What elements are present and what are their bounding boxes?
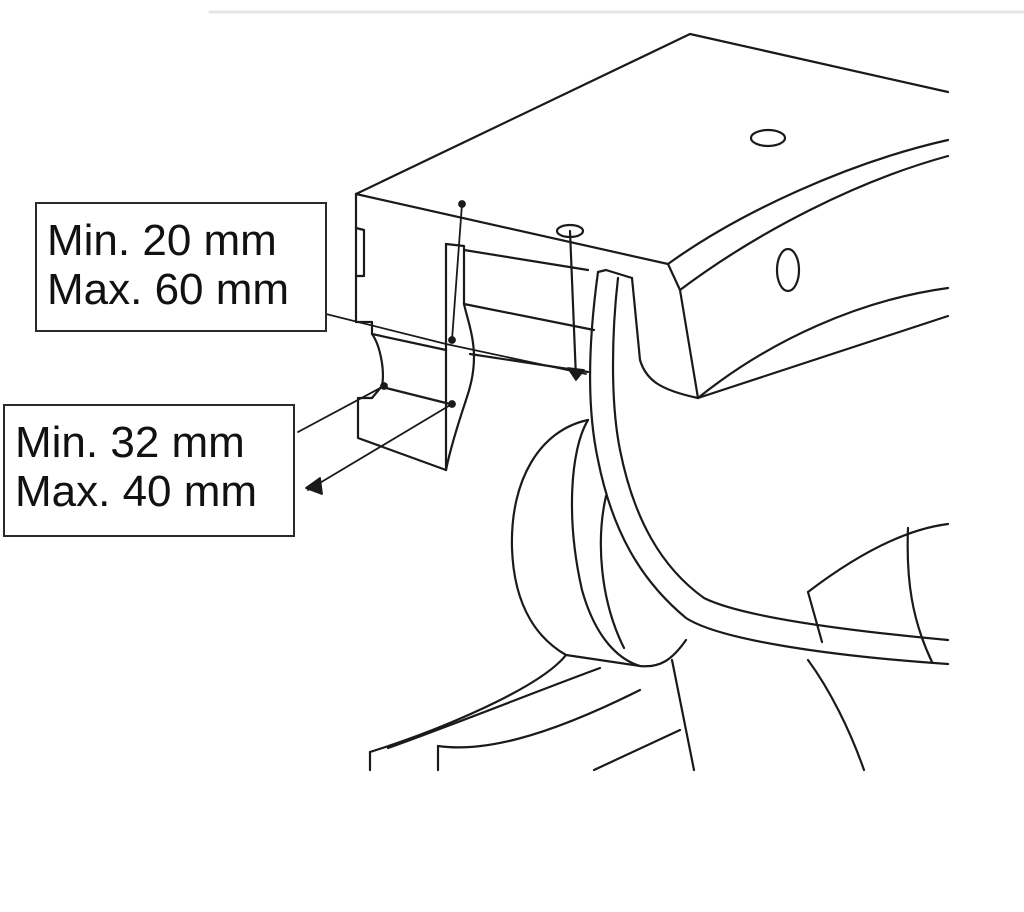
- lower-callout-min: Min. 32 mm: [15, 418, 245, 467]
- dimension-lines: [297, 200, 587, 495]
- main-block: [354, 32, 950, 400]
- cylinder: [510, 418, 688, 668]
- lower-hook: [356, 302, 476, 472]
- lower-callout-max: Max. 40 mm: [15, 467, 258, 516]
- upper-callout-min: Min. 20 mm: [47, 216, 277, 265]
- lower-dimension-callout: Min. 32 mm Max. 40 mm: [3, 404, 295, 537]
- upper-callout-max: Max. 60 mm: [47, 265, 290, 314]
- clip-rail: [588, 268, 950, 666]
- upper-dimension-callout: Min. 20 mm Max. 60 mm: [35, 202, 327, 332]
- base: [368, 653, 866, 772]
- right-lower-piece: [806, 522, 950, 664]
